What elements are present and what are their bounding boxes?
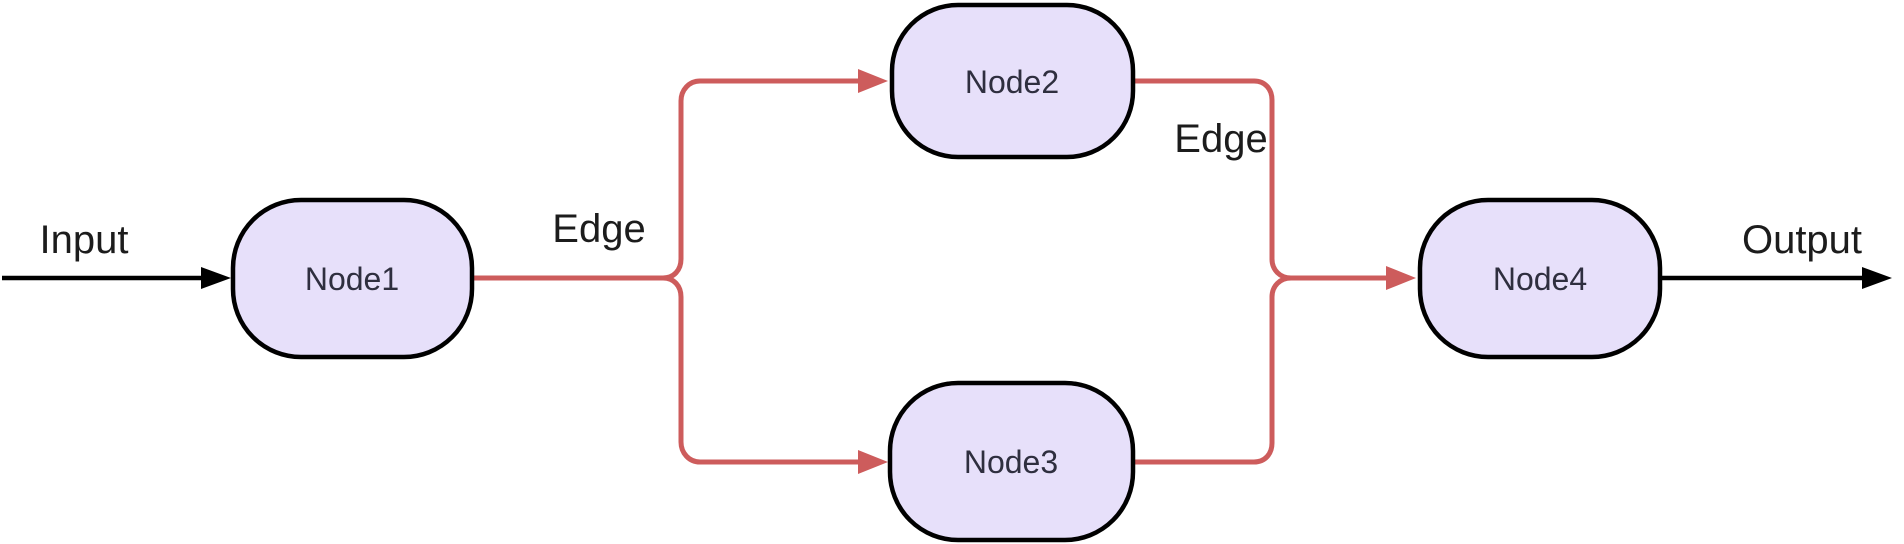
node-node2-label: Node2 bbox=[965, 64, 1059, 100]
edge-label-fork: Edge bbox=[552, 207, 645, 251]
arrowhead-node2-icon bbox=[858, 69, 888, 93]
node-node1: Node1 bbox=[230, 197, 475, 360]
arrowhead-output-icon bbox=[1862, 267, 1892, 289]
edge-node1-node3-line bbox=[660, 275, 863, 465]
node-node2-shape bbox=[889, 2, 1136, 160]
node-node3-shape bbox=[887, 380, 1136, 543]
edge-node2-node4-line bbox=[1130, 78, 1294, 281]
arrowhead-node3-icon bbox=[858, 450, 888, 474]
node-node4: Node4 bbox=[1417, 197, 1663, 360]
arrowhead-input-icon bbox=[201, 267, 231, 289]
node-node1-shape bbox=[230, 197, 475, 360]
arrowhead-node4-icon bbox=[1386, 266, 1416, 290]
node-node3-label: Node3 bbox=[964, 444, 1058, 480]
node-node2: Node2 bbox=[889, 2, 1136, 160]
node-node3: Node3 bbox=[887, 380, 1136, 543]
edge-node3-node4-line bbox=[1130, 275, 1294, 465]
node-node4-label: Node4 bbox=[1493, 261, 1587, 297]
node-node1-label: Node1 bbox=[305, 261, 399, 297]
edge-node1-node2-line bbox=[660, 78, 863, 281]
edge-label-output: Output bbox=[1742, 218, 1862, 262]
node-node4-shape bbox=[1417, 197, 1663, 360]
edge-label-input: Input bbox=[40, 218, 129, 262]
edge-label-merge: Edge bbox=[1174, 117, 1267, 161]
